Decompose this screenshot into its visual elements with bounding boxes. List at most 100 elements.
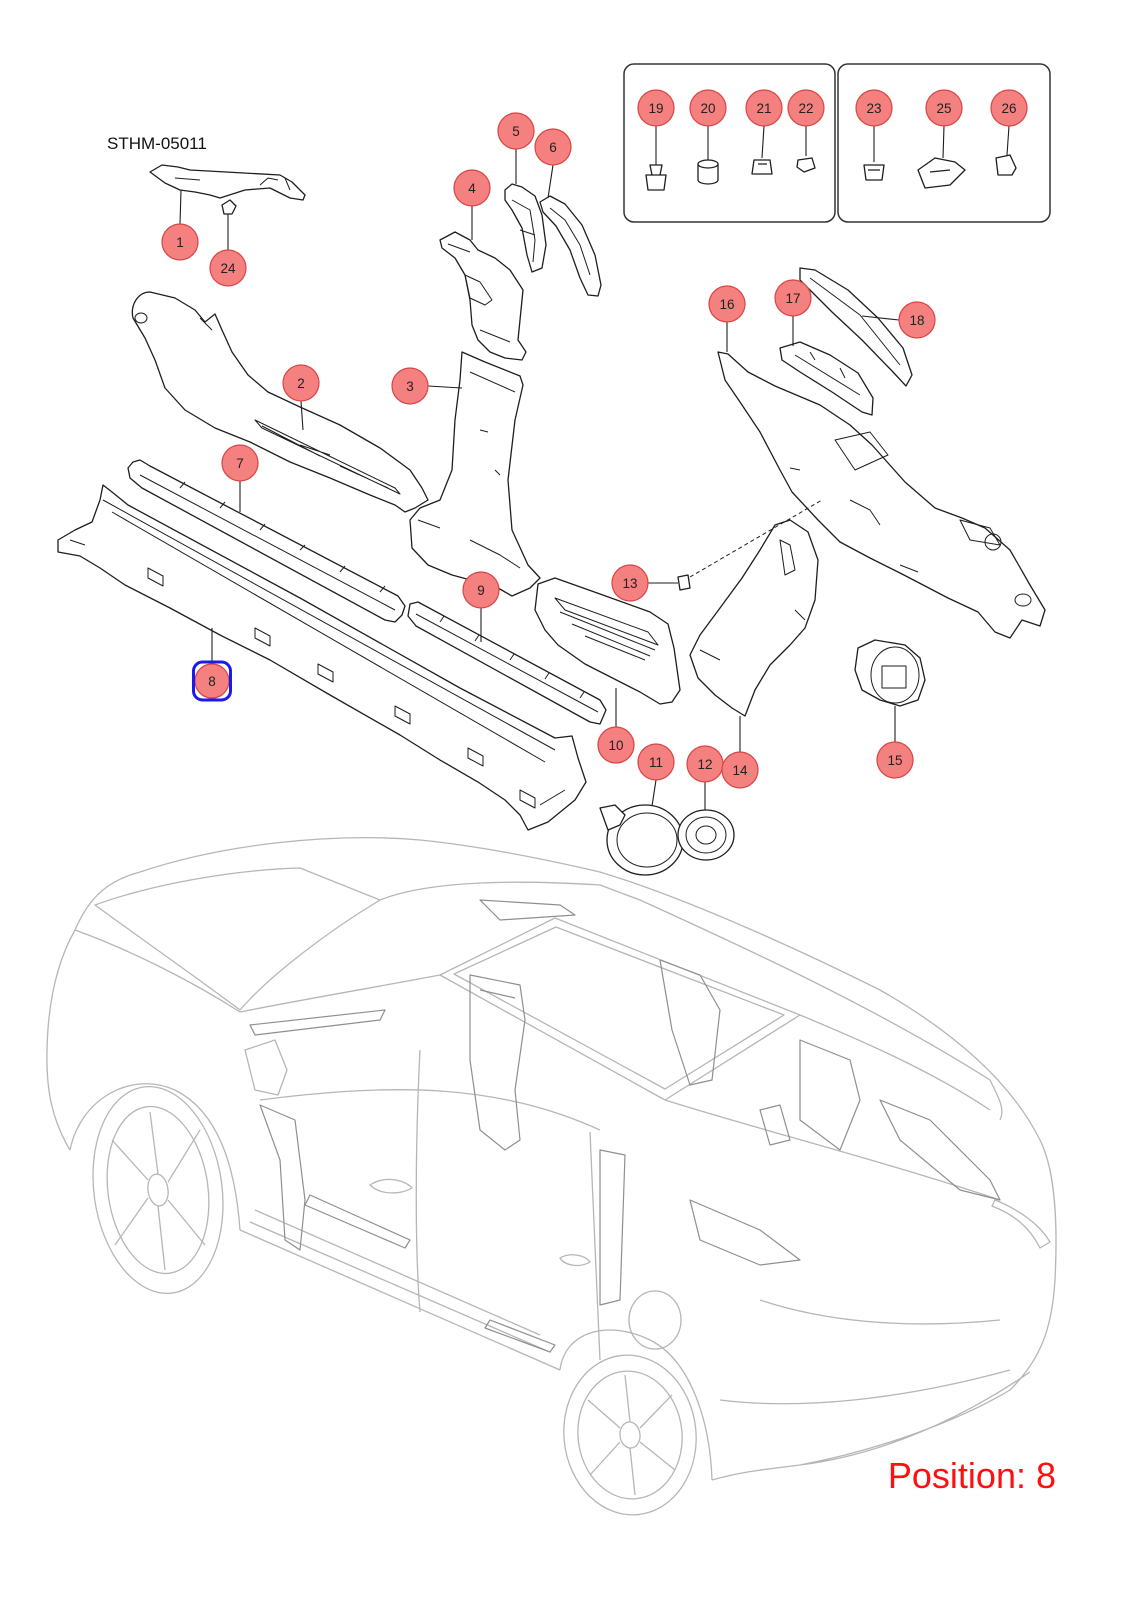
part-3-drawing [409,351,541,597]
part-13-drawing [677,499,823,591]
car-side-details [244,1039,1051,1405]
part-5-drawing [504,183,547,273]
callout-circle [925,89,963,127]
part-24-outline [221,199,237,215]
callout-label: 15 [887,753,902,768]
part-15-details [870,646,920,704]
part-13-assembly-line [689,499,823,578]
callout-circle [453,169,491,207]
callout-9[interactable]: 9 [462,571,500,609]
leader-line-3 [427,385,463,389]
part-4-drawing [439,231,527,361]
callout-label: 26 [1001,101,1016,116]
callout-circle [745,89,783,127]
callout-13[interactable]: 13 [611,564,649,602]
fastener-box-right [837,63,1051,223]
front-tire [92,1085,224,1295]
callout-circle [209,249,247,287]
car-fuel-door [628,1290,682,1350]
callout-25[interactable]: 25 [925,89,963,127]
part-17-details [794,351,861,396]
callout-15[interactable]: 15 [876,741,914,779]
callout-24[interactable]: 24 [209,249,247,287]
part-16-drawing [717,351,1046,639]
callout-label: 4 [468,181,476,196]
callout-19[interactable]: 19 [637,89,675,127]
part-19-drawing [645,164,667,191]
callout-14[interactable]: 14 [721,751,759,789]
callout-label: 16 [719,297,734,312]
callout-23[interactable]: 23 [855,89,893,127]
callout-10[interactable]: 10 [597,726,635,764]
part-1-outline [149,164,306,201]
part-20-top [697,159,719,169]
leader-line-21 [761,125,765,159]
rear-rim [577,1370,683,1500]
part-12-middle-ring [685,816,727,854]
car-body-outline [46,837,1057,1481]
part-23-outline [863,164,885,181]
part-3-details [417,371,521,569]
callout-circle [534,128,572,166]
callout-8[interactable]: 8 [192,660,232,702]
part-15-drawing [854,639,926,707]
callout-circle [721,751,759,789]
callout-11[interactable]: 11 [637,743,675,781]
part-10-outline [534,577,681,705]
rear-hub [619,1421,641,1449]
part-25-drawing [917,157,966,189]
part-24-drawing [221,199,237,215]
callout-label: 19 [648,101,663,116]
callout-21[interactable]: 21 [745,89,783,127]
leader-lines [179,125,1010,810]
callout-label: 10 [608,738,623,753]
callout-label: 2 [297,376,305,391]
callout-circle [161,223,199,261]
callout-label: 12 [697,757,712,772]
part-20-drawing [697,159,719,185]
callout-16[interactable]: 16 [708,285,746,323]
part-4-details [447,243,511,343]
callout-22[interactable]: 22 [787,89,825,127]
callout-7[interactable]: 7 [221,444,259,482]
callout-20[interactable]: 20 [689,89,727,127]
part-6-details [549,207,591,276]
callout-5[interactable]: 5 [497,112,535,150]
part-11-bracket [599,804,626,831]
callout-2[interactable]: 2 [282,364,320,402]
diagram-code: STHM-05011 [107,134,207,153]
callout-12[interactable]: 12 [686,745,724,783]
callout-17[interactable]: 17 [774,279,812,317]
leader-line-1 [179,189,182,225]
part-10-details [554,597,659,661]
leader-line-2 [300,400,304,431]
callout-label: 25 [936,101,951,116]
part-12-drawing [677,809,735,861]
callout-label: 6 [549,140,557,155]
front-wheel [92,1085,224,1295]
callout-circle [497,112,535,150]
part-26-drawing [995,154,1017,176]
callout-label: 1 [176,235,184,250]
callout-4[interactable]: 4 [453,169,491,207]
callout-1[interactable]: 1 [161,223,199,261]
leader-line-25 [942,125,945,159]
part-2-details [134,312,401,495]
callout-circle [637,743,675,781]
callout-circle [990,89,1028,127]
part-6-outline [539,195,602,297]
callout-18[interactable]: 18 [898,301,936,339]
part-8-outline [57,484,587,831]
fastener-box-left [623,63,836,223]
part-8-details [69,499,566,809]
part-16-outline [717,351,1046,639]
part-7-outline [127,459,406,623]
callout-circle [898,301,936,339]
callout-3[interactable]: 3 [391,367,429,405]
part-21-drawing [751,159,773,175]
part-16-details [789,431,1032,607]
callout-6[interactable]: 6 [534,128,572,166]
callout-26[interactable]: 26 [990,89,1028,127]
part-1-details [174,177,291,191]
